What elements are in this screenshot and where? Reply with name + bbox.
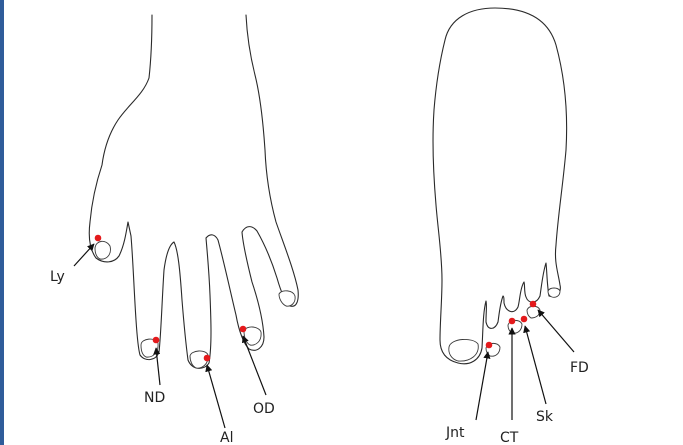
label-ly: Ly: [50, 269, 65, 285]
site-nd: [153, 337, 160, 344]
site-sk: [521, 316, 528, 323]
site-ct: [509, 318, 516, 325]
thumb-nail: [95, 241, 110, 259]
label-ct: CT: [500, 430, 519, 445]
leader-sk: [525, 326, 546, 404]
leader-jnt: [476, 352, 488, 420]
hand-illustration: Ly ND Al OD: [50, 15, 298, 445]
foot-outline: [433, 8, 567, 364]
site-ly: [95, 235, 102, 242]
label-fd: FD: [570, 360, 589, 376]
label-od: OD: [253, 401, 275, 417]
fourth-toe-nail: [527, 306, 540, 318]
label-jnt: Jnt: [445, 425, 465, 441]
label-sk: Sk: [536, 409, 554, 425]
ring-nail: [244, 327, 261, 345]
label-nd: ND: [144, 390, 165, 406]
site-fd: [530, 301, 537, 308]
little-nail: [279, 291, 295, 306]
foot-illustration: Jnt CT Sk FD: [433, 8, 589, 445]
site-jnt: [486, 342, 493, 349]
leader-al: [207, 365, 225, 428]
leader-ly: [74, 244, 94, 266]
hand-outline: [89, 15, 298, 368]
big-toe-nail: [449, 339, 478, 361]
leader-fd: [538, 310, 574, 352]
site-od: [240, 326, 247, 333]
label-al: Al: [220, 430, 233, 445]
little-toe-nail: [548, 288, 560, 297]
site-al: [204, 355, 211, 362]
